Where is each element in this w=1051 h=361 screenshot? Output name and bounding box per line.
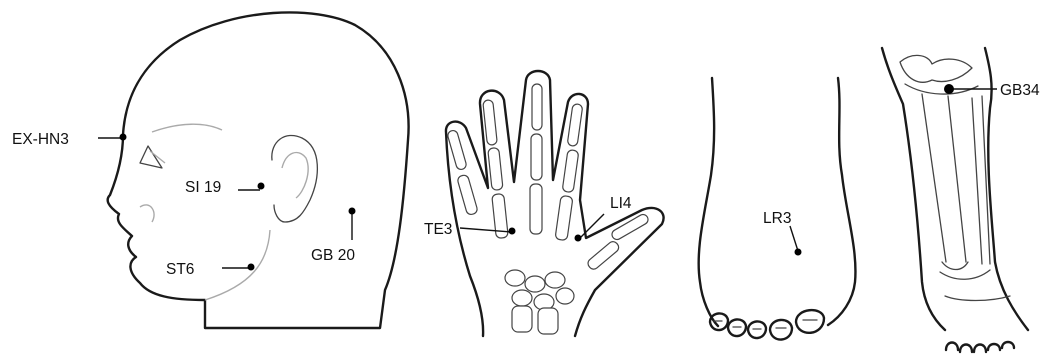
label-gb20: GB 20	[311, 247, 355, 264]
point-gb20: GB 20	[311, 208, 356, 265]
toes	[710, 310, 824, 339]
nostril	[140, 205, 154, 222]
point-ex-hn3: EX-HN3	[12, 131, 127, 148]
label-si19: SI 19	[185, 179, 221, 196]
foot-outline	[699, 78, 856, 326]
eye	[140, 146, 162, 168]
point-si19: SI 19	[185, 179, 265, 196]
jaw-line	[205, 230, 270, 300]
point-st6: ST6	[166, 261, 255, 278]
label-lr3: LR3	[763, 210, 791, 227]
point-lr3: LR3	[763, 210, 802, 256]
eyebrow	[152, 124, 222, 132]
foot-illustration	[699, 78, 856, 340]
ear-inner	[282, 153, 308, 198]
label-st6: ST6	[166, 261, 194, 278]
label-te3: TE3	[424, 221, 452, 238]
head-illustration	[108, 12, 409, 328]
label-ex-hn3: EX-HN3	[12, 131, 69, 148]
leg-toes	[946, 342, 1014, 352]
label-gb34: GB34	[1000, 82, 1040, 99]
head-outline	[108, 12, 409, 328]
ear	[272, 135, 318, 222]
leg-bones	[900, 55, 1010, 300]
label-li4: LI4	[610, 195, 632, 212]
